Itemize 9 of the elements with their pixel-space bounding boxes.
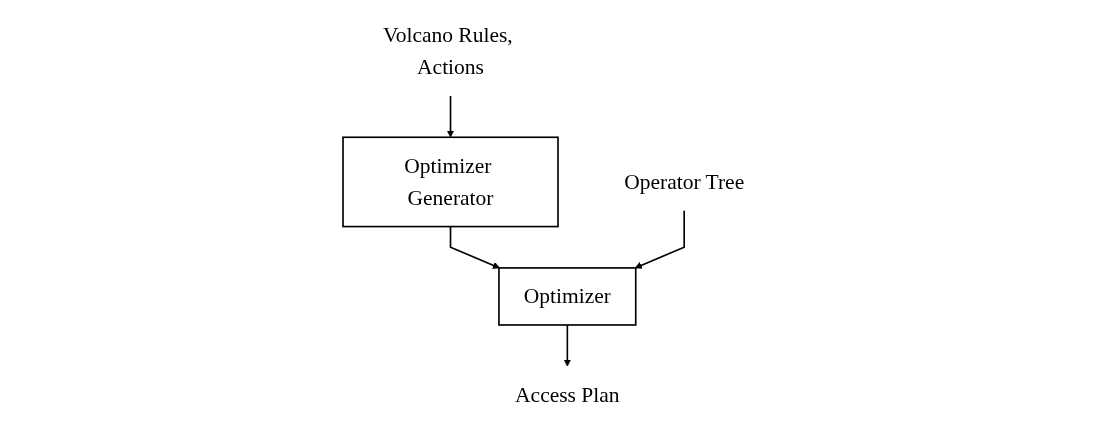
node-text: Access Plan [515,382,620,407]
arrow [449,225,500,269]
node-text: Operator Tree [624,169,745,194]
arrow [446,95,455,138]
arrow [634,209,685,269]
node-text: Volcano Rules, Actions [382,23,513,80]
node-box: Optimizer [498,267,637,326]
arrow [563,324,571,367]
node-box: Optimizer Generator [342,136,559,228]
